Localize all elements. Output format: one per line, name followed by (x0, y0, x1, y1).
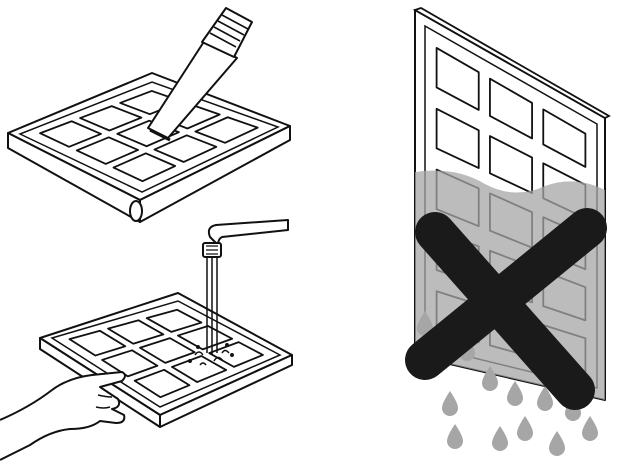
prohibited-cross (405, 208, 607, 410)
do-not-soak-illustration (395, 0, 619, 475)
filter-grid-cell (101, 349, 159, 378)
water-drop-icon (482, 366, 498, 391)
hand-outline (0, 371, 126, 461)
filter-inner-rim (18, 81, 280, 193)
water-drop-icon (582, 416, 598, 441)
filter-grid-cell (542, 108, 587, 168)
filter-grid-cell (68, 329, 127, 357)
filter-grid-cell (489, 77, 533, 140)
filter-grid-cell (435, 107, 480, 169)
filter-grid-cells (39, 90, 259, 183)
water-drop-icon (492, 426, 508, 451)
filter-grid-cell (107, 319, 165, 345)
water-drop-icon (417, 311, 433, 336)
vacuum-nozzle-icon (7, 7, 291, 223)
water-tap (202, 219, 289, 258)
filter-grid-cell (39, 120, 102, 148)
filter-inner-rim (50, 300, 282, 408)
filter-grid-cell (171, 355, 228, 383)
filter-grid-cell (133, 368, 191, 399)
filter-grid-cell (153, 134, 218, 163)
filter-side-edge (159, 354, 293, 428)
water-drop-icon (507, 381, 523, 406)
filter-grid-cells (68, 308, 264, 399)
prohibited-cross-icon (405, 7, 611, 456)
filter-grid-cell (208, 341, 264, 368)
filter-grid-cell (435, 47, 480, 111)
filter-grid-cell (194, 116, 259, 144)
filter-top-edge (412, 7, 611, 120)
filter-grid-cell (177, 325, 234, 351)
water-drop-icon (442, 391, 458, 416)
water-drop-icon (537, 386, 553, 411)
water-drips (417, 311, 598, 456)
water-tap-icon (0, 219, 293, 461)
rinse-under-tap-illustration (0, 215, 300, 475)
filter-handle (129, 200, 143, 222)
vacuum-cleaning-illustration (0, 0, 300, 230)
filter-grid-cell (75, 136, 139, 165)
water-drop-icon (517, 416, 533, 441)
filter-grid-cell (112, 152, 177, 183)
water-stream (188, 258, 234, 366)
filter-grid-cell (139, 337, 196, 364)
water-drop-icon (549, 431, 565, 456)
filter-grid-cell (79, 105, 143, 132)
filter-grid-cell (145, 308, 203, 333)
vacuum-hose (147, 7, 253, 142)
water-drop-icon (447, 424, 463, 449)
